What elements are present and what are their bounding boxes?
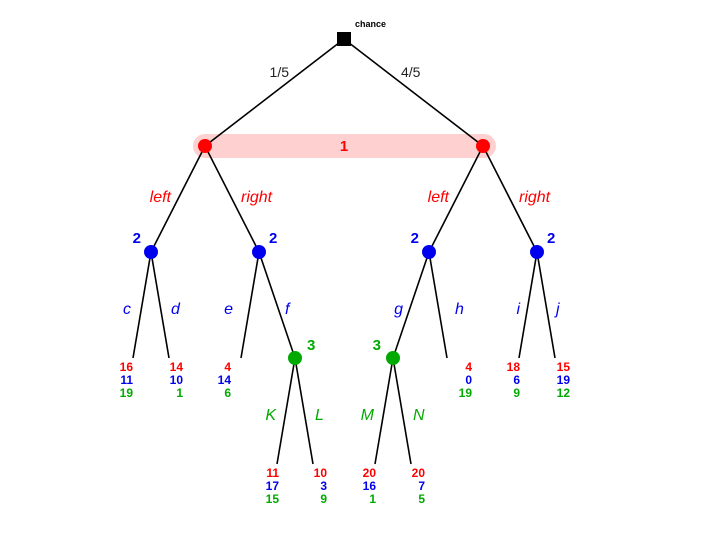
svg-text:16: 16 (120, 360, 134, 374)
chance-prob-right: 4/5 (401, 64, 421, 80)
payoff-M: 20 16 1 (363, 466, 377, 506)
svg-text:10: 10 (170, 373, 184, 387)
p2-node-3 (422, 245, 436, 259)
p1-node-right (476, 139, 490, 153)
p2-label-1: 2 (133, 230, 141, 247)
payoff-K: 11 17 15 (266, 466, 280, 506)
svg-text:7: 7 (418, 479, 425, 493)
chance-label: chance (355, 19, 386, 29)
move-M: M (361, 407, 375, 424)
svg-text:5: 5 (418, 492, 425, 506)
edge-p1-right-b (482, 145, 538, 253)
svg-text:6: 6 (224, 386, 231, 400)
move-e: e (224, 301, 233, 318)
infoset-player-label: 1 (340, 138, 348, 155)
move-right-b: right (519, 189, 551, 206)
p3-node-1 (288, 351, 302, 365)
svg-text:12: 12 (557, 386, 571, 400)
svg-text:19: 19 (557, 373, 571, 387)
move-right-a: right (241, 189, 273, 206)
svg-text:20: 20 (363, 466, 377, 480)
edge-p1-left-a (150, 145, 206, 253)
edge-h (428, 251, 448, 359)
edge-d (150, 251, 170, 359)
move-d: d (171, 301, 181, 318)
payoff-j: 15 19 12 (557, 360, 571, 400)
payoff-i: 18 6 9 (507, 360, 521, 400)
payoff-d: 14 10 1 (170, 360, 184, 400)
payoff-c: 16 11 19 (120, 360, 134, 400)
edge-i (518, 251, 538, 359)
move-c: c (123, 301, 131, 318)
information-set-band (193, 134, 496, 158)
svg-text:4: 4 (465, 360, 472, 374)
svg-text:1: 1 (176, 386, 183, 400)
svg-text:9: 9 (513, 386, 520, 400)
svg-text:15: 15 (557, 360, 571, 374)
move-j: j (554, 301, 560, 318)
payoff-e: 4 14 6 (218, 360, 232, 400)
svg-text:14: 14 (218, 373, 232, 387)
p1-node-left (198, 139, 212, 153)
p2-node-2 (252, 245, 266, 259)
move-f: f (285, 301, 291, 318)
p3-label-1: 3 (307, 337, 315, 354)
edge-e (240, 251, 260, 359)
payoff-h: 4 0 19 (459, 360, 473, 400)
edge-g (392, 251, 430, 359)
edge-p1-right-a (204, 145, 260, 253)
edge-f (258, 251, 296, 359)
move-N: N (413, 407, 425, 424)
svg-text:11: 11 (266, 466, 279, 480)
edge-M (374, 357, 394, 465)
svg-text:11: 11 (120, 373, 133, 387)
svg-text:10: 10 (314, 466, 328, 480)
svg-text:19: 19 (459, 386, 473, 400)
chance-prob-left: 1/5 (270, 64, 290, 80)
payoff-N: 20 7 5 (412, 466, 426, 506)
edge-N (392, 357, 412, 465)
edge-c (132, 251, 152, 359)
move-K: K (265, 407, 277, 424)
p2-node-4 (530, 245, 544, 259)
p2-label-2: 2 (269, 230, 277, 247)
p2-label-4: 2 (547, 230, 555, 247)
move-L: L (315, 407, 324, 424)
move-left-a: left (150, 189, 172, 206)
svg-text:6: 6 (513, 373, 520, 387)
edge-chance-right (343, 38, 484, 147)
svg-text:1: 1 (369, 492, 376, 506)
svg-text:14: 14 (170, 360, 184, 374)
svg-text:16: 16 (363, 479, 377, 493)
payoff-L: 10 3 9 (314, 466, 328, 506)
move-h: h (455, 301, 464, 318)
p2-label-3: 2 (411, 230, 419, 247)
edge-chance-left (204, 38, 345, 147)
edge-j (536, 251, 556, 359)
chance-node (337, 32, 351, 46)
move-left-b: left (428, 189, 450, 206)
edge-L (294, 357, 314, 465)
svg-text:18: 18 (507, 360, 521, 374)
svg-text:20: 20 (412, 466, 426, 480)
svg-text:9: 9 (320, 492, 327, 506)
edge-p1-left-b (428, 145, 484, 253)
svg-text:15: 15 (266, 492, 280, 506)
svg-text:4: 4 (224, 360, 231, 374)
svg-text:19: 19 (120, 386, 134, 400)
svg-text:0: 0 (465, 373, 472, 387)
move-i: i (516, 301, 520, 318)
p3-label-2: 3 (373, 337, 381, 354)
move-g: g (394, 301, 403, 318)
p3-node-2 (386, 351, 400, 365)
svg-text:17: 17 (266, 479, 280, 493)
svg-text:3: 3 (320, 479, 327, 493)
p2-node-1 (144, 245, 158, 259)
edge-K (276, 357, 296, 465)
